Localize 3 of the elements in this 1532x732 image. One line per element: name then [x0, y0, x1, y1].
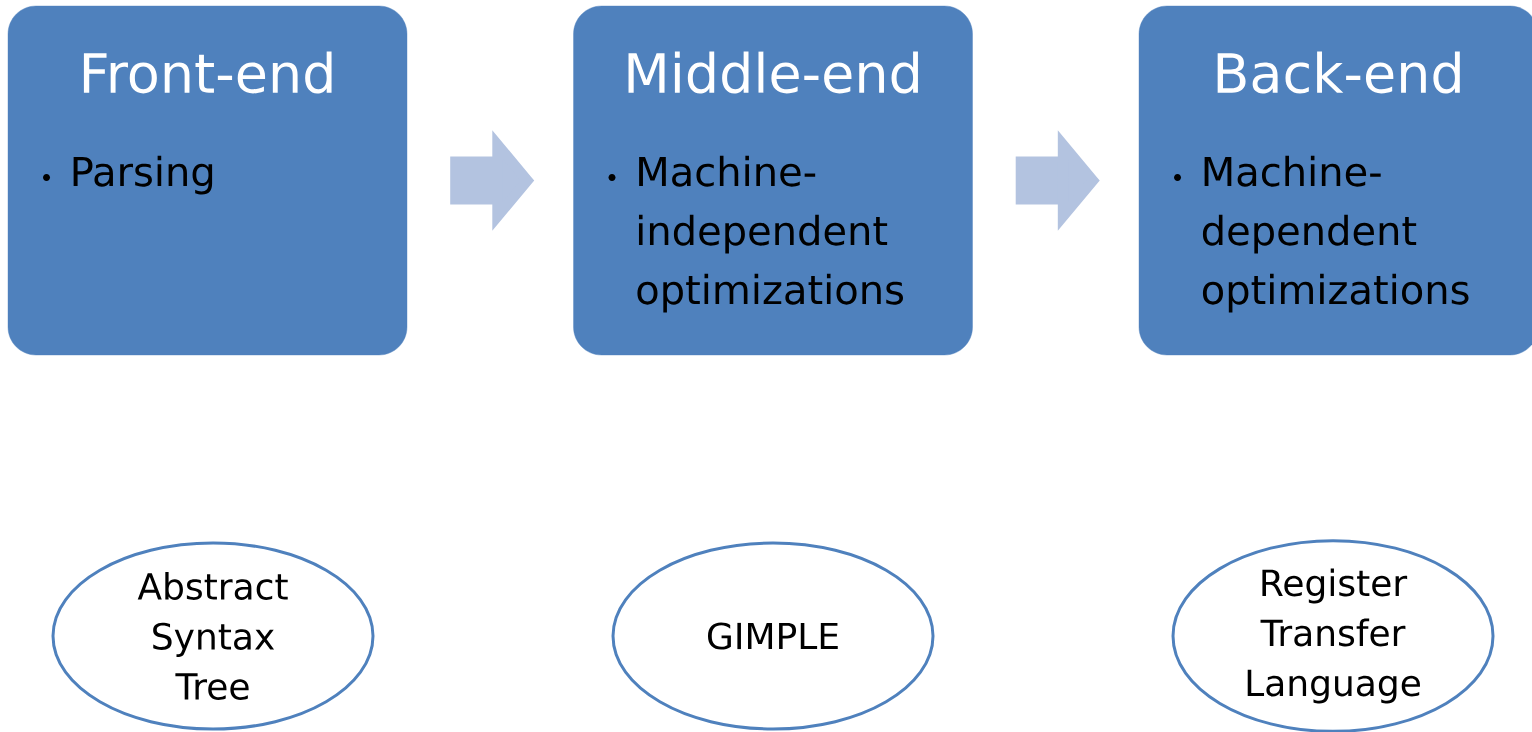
process-box: Front-end Parsing [7, 5, 408, 356]
process-box: Back-end Machine-dependent optimizations [1138, 5, 1532, 356]
process-box: Middle-end Machine-independent optimizations [573, 5, 973, 356]
